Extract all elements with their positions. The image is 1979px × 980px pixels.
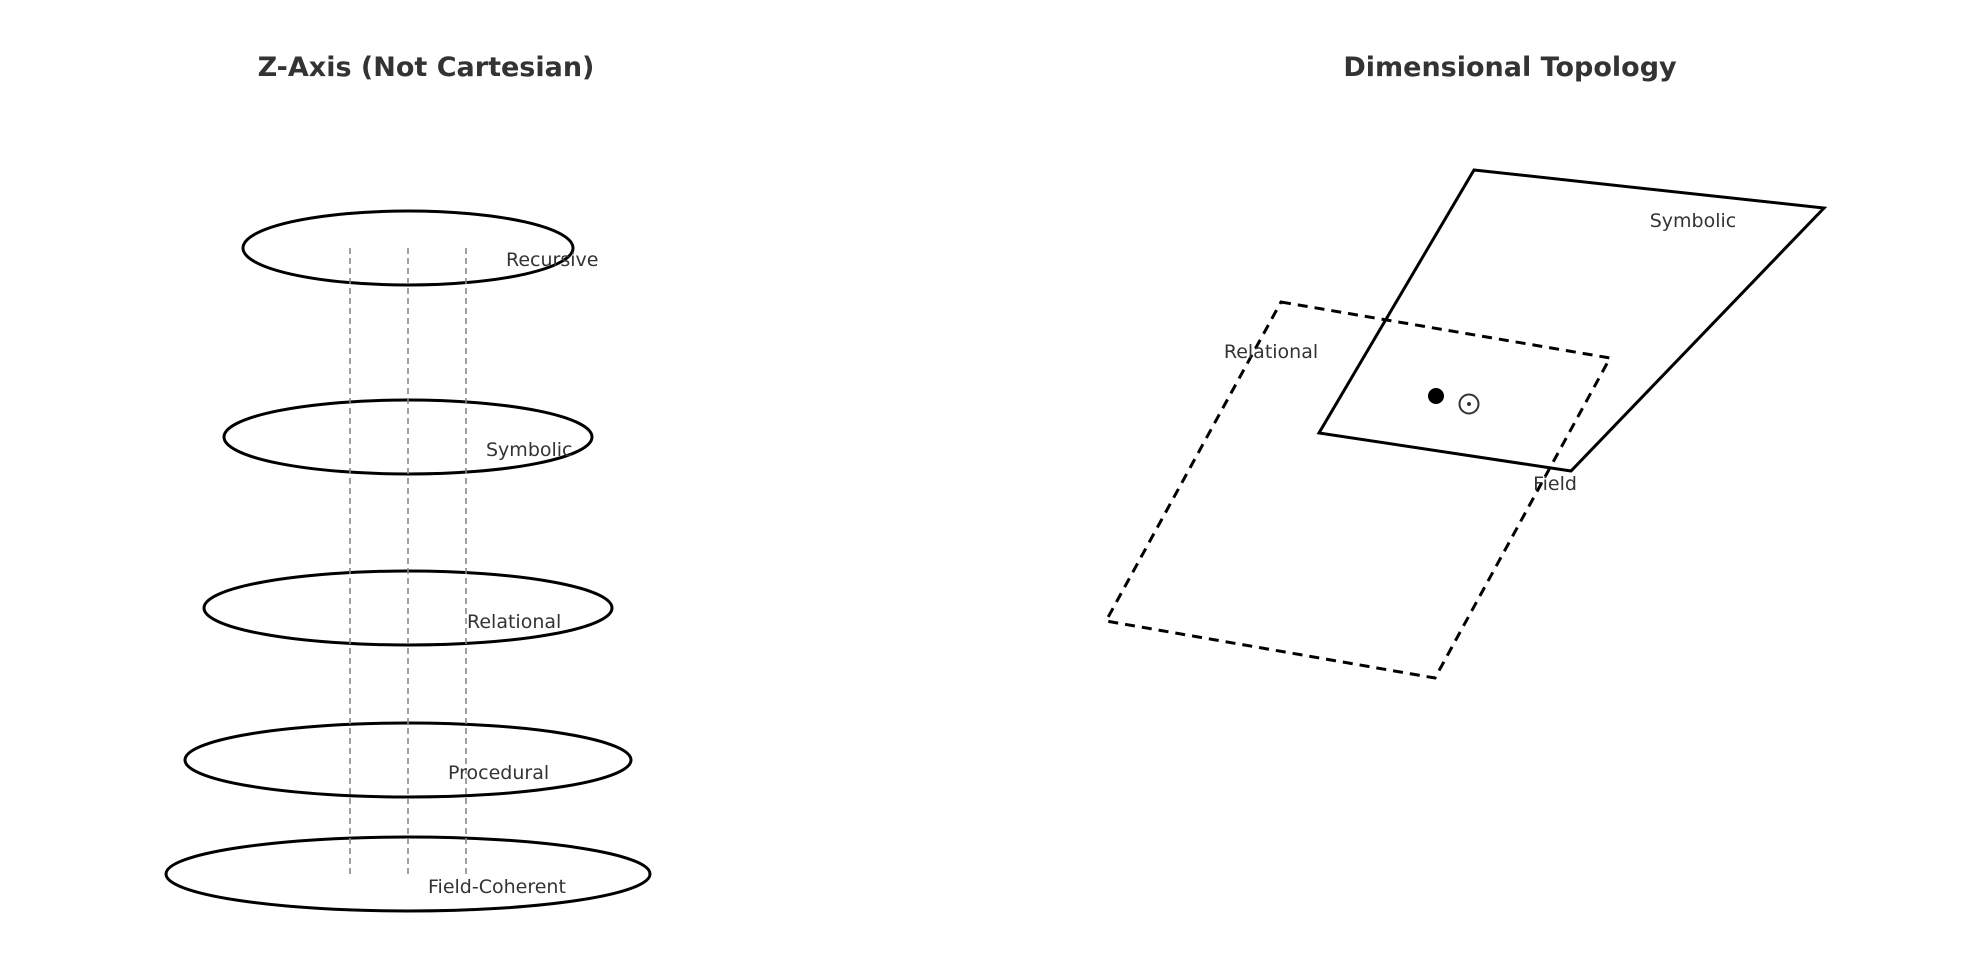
circled-dot-icon <box>1458 393 1480 415</box>
layer-ring-field-coherent <box>164 835 652 913</box>
symbolic-plane <box>1316 168 1828 473</box>
topology-panel: Dimensional Topology Symbolic Relational… <box>1103 52 1828 680</box>
layer-ring-recursive <box>241 209 575 287</box>
filled-point-icon <box>1428 388 1444 404</box>
layer-label-recursive: Recursive <box>506 249 598 271</box>
plane-label-field: Field <box>1533 473 1577 495</box>
layer-label-symbolic: Symbolic <box>486 439 573 461</box>
plane-label-relational: Relational <box>1224 341 1318 363</box>
plane-label-symbolic: Symbolic <box>1650 210 1737 232</box>
layer-label-relational: Relational <box>467 611 561 633</box>
relational-plane <box>1103 300 1613 680</box>
z-axis-title: Z-Axis (Not Cartesian) <box>258 52 595 83</box>
layer-label-field-coherent: Field-Coherent <box>428 876 566 898</box>
layer-label-procedural: Procedural <box>448 762 549 784</box>
topology-title: Dimensional Topology <box>1343 52 1677 83</box>
z-axis-panel: Z-Axis (Not Cartesian) Recursive Symboli… <box>164 52 652 913</box>
